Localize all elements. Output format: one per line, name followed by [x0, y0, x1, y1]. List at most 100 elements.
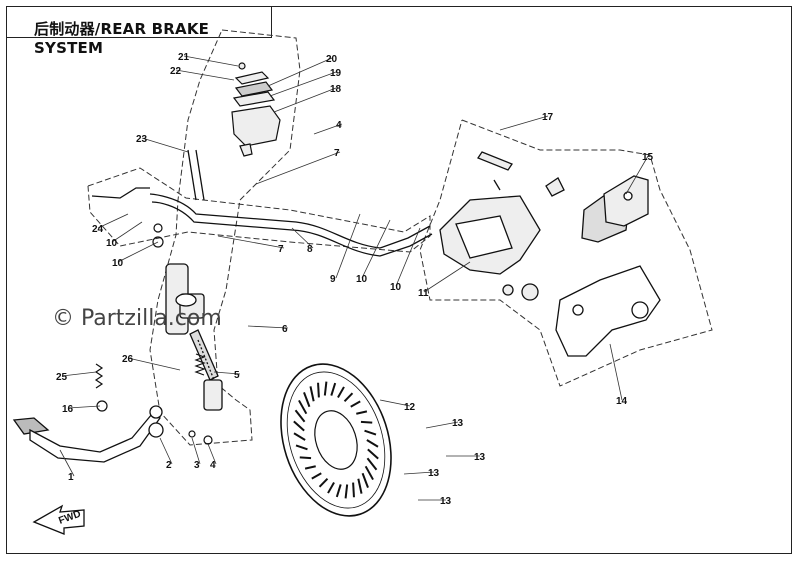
disc-slot: [304, 465, 316, 470]
callout-13: 13: [428, 468, 440, 479]
disc-slot: [299, 456, 312, 460]
master-cylinder: [165, 263, 223, 411]
callout-18: 18: [330, 84, 342, 95]
brake-pads: [581, 175, 649, 243]
callout-2: 2: [166, 460, 172, 471]
disc-slot: [293, 432, 306, 441]
disc-slot: [364, 465, 374, 481]
disc-slot: [367, 448, 379, 460]
leader-line: [183, 55, 239, 67]
caliper-outline: [419, 119, 713, 387]
diagram-frame: [6, 6, 792, 554]
callout-7: 7: [334, 148, 340, 159]
leader-line: [141, 137, 189, 153]
hose-outline: [87, 167, 431, 253]
disc-slot: [294, 409, 306, 423]
callout-25: 25: [56, 372, 68, 383]
callout-13: 13: [440, 496, 452, 507]
disc-slot: [303, 392, 311, 408]
callout-14: 14: [616, 396, 628, 407]
callout-16: 16: [62, 404, 74, 415]
callout-24: 24: [92, 224, 104, 235]
brake-disc: [280, 363, 392, 517]
leader-line: [111, 221, 143, 243]
leader-line: [499, 115, 549, 131]
callout-26: 26: [122, 354, 134, 365]
disc-slot: [318, 478, 329, 488]
callout-13: 13: [474, 452, 486, 463]
leader-line: [159, 437, 173, 465]
caliper: [439, 151, 565, 301]
callout-5: 5: [234, 370, 240, 381]
callout-4: 4: [336, 120, 342, 131]
leader-line: [395, 227, 421, 287]
leader-line: [313, 123, 343, 135]
leader-line: [403, 471, 435, 475]
leader-line: [625, 155, 649, 195]
leader-line: [117, 241, 159, 263]
callout-4: 4: [210, 460, 216, 471]
leader-line: [175, 69, 235, 81]
callout-21: 21: [178, 52, 190, 63]
disc-slot: [323, 381, 328, 396]
disc-slot: [309, 386, 315, 402]
caliper-bracket: [555, 265, 661, 357]
callout-12: 12: [404, 402, 416, 413]
leader-line: [59, 449, 75, 477]
disc-slot: [330, 382, 337, 396]
leader-line: [291, 227, 314, 249]
leader-line: [207, 443, 217, 465]
leader-line: [61, 371, 97, 377]
callout-11: 11: [418, 288, 429, 299]
leader-line: [191, 437, 201, 465]
group-outlines: [87, 29, 713, 446]
callout-3: 3: [194, 460, 200, 471]
leader-line: [361, 219, 391, 279]
callout-10: 10: [390, 282, 402, 293]
callout-23: 23: [136, 134, 148, 145]
leader-line: [127, 357, 181, 371]
fwd-arrow: FWD: [32, 504, 85, 535]
brake-hose: [91, 149, 433, 257]
title-box: 后制动器/REAR BRAKE SYSTEM: [6, 6, 272, 57]
disc-slot: [361, 472, 369, 488]
disc-slot: [335, 484, 342, 498]
disc-slot: [357, 478, 363, 494]
brake-pedal: [12, 405, 164, 463]
callout-20: 20: [326, 54, 338, 65]
callout-15: 15: [642, 152, 654, 163]
leader-line: [269, 71, 337, 97]
leader-line: [423, 261, 471, 293]
leader-line: [247, 325, 289, 329]
watermark: © Partzilla.com: [52, 306, 222, 331]
leader-line: [267, 57, 333, 87]
disc-slot: [364, 429, 377, 436]
leader-lines: [59, 55, 649, 501]
callout-10: 10: [356, 274, 368, 285]
disc-slot: [337, 386, 345, 398]
leader-line: [217, 235, 285, 249]
disc-slot: [343, 392, 354, 402]
disc-slot: [352, 482, 355, 498]
leader-line: [379, 399, 411, 407]
callout-1: 1: [68, 472, 74, 483]
disc-slot: [293, 420, 305, 432]
leader-line: [273, 87, 337, 113]
page-title: 后制动器/REAR BRAKE SYSTEM: [34, 20, 210, 57]
leader-line: [97, 213, 129, 229]
callout-19: 19: [330, 68, 342, 79]
disc-slot: [360, 420, 373, 424]
leader-line: [425, 421, 459, 429]
callout-22: 22: [170, 66, 182, 77]
leader-line: [67, 405, 101, 409]
callout-10: 10: [106, 238, 118, 249]
disc-slot: [366, 457, 378, 471]
disc-slot: [311, 472, 322, 480]
leader-line: [335, 213, 361, 279]
disc-slot: [295, 444, 308, 451]
callout-13: 13: [452, 418, 464, 429]
master-cylinder-outline: [149, 29, 301, 446]
leader-line: [255, 151, 341, 185]
disc-slot: [327, 482, 335, 494]
